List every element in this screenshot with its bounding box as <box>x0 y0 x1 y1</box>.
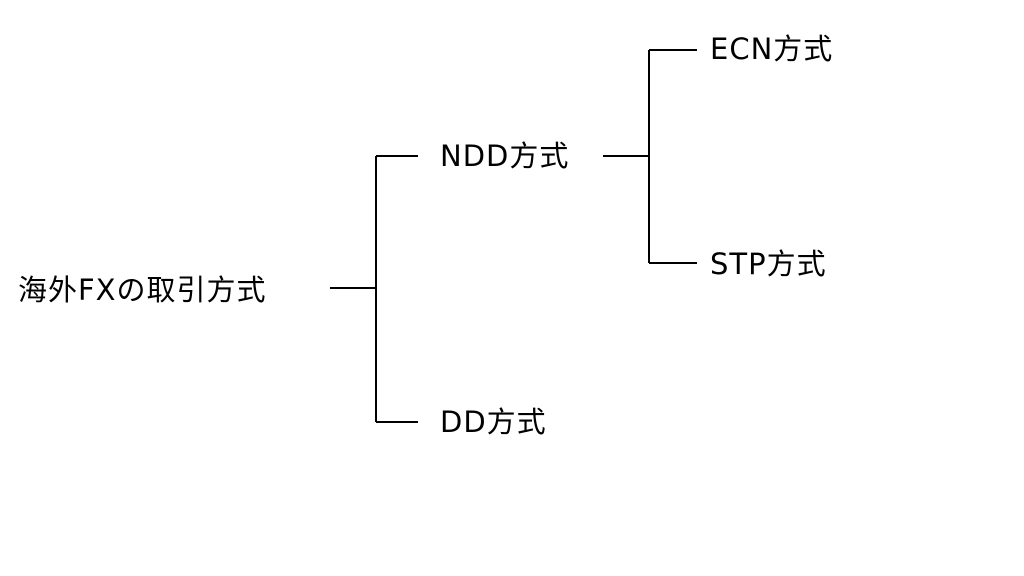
node-root-label: 海外FXの取引方式 <box>18 273 267 307</box>
node-stp-label: STP方式 <box>710 247 827 281</box>
node-ndd-label: NDD方式 <box>440 139 570 173</box>
node-dd-label: DD方式 <box>440 405 547 439</box>
node-ecn-label: ECN方式 <box>710 32 834 66</box>
